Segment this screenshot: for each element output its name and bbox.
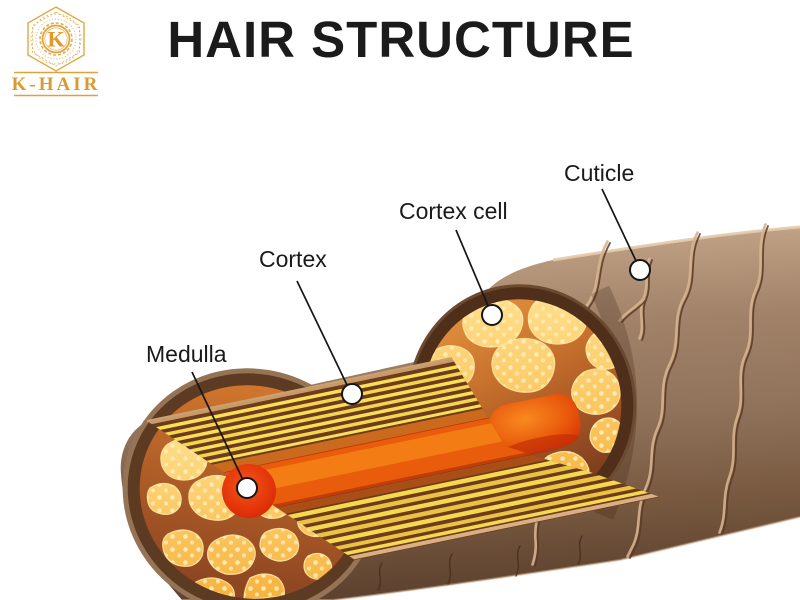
diagram-labels: Medulla Cortex Cortex cell Cuticle [146, 160, 634, 367]
cortex-cell-label: Cortex cell [399, 198, 508, 224]
cuticle-crack-lines [377, 223, 769, 591]
label-markers [236, 259, 651, 499]
page-title: HAIR STRUCTURE [167, 11, 634, 68]
cuticle-leader-line [601, 188, 638, 264]
logo-monogram: K [47, 27, 64, 52]
logo-mandala-icon: K [27, 6, 85, 72]
medulla-leader-line [191, 371, 244, 481]
khair-logo: K K-HAIR [12, 6, 101, 97]
medulla-label: Medulla [146, 341, 227, 367]
leader-lines [191, 188, 638, 481]
logo-brand-name: K-HAIR [12, 74, 101, 95]
cortex-leader-line [296, 280, 349, 388]
cuticle-marker [629, 259, 651, 281]
cuticle-label: Cuticle [564, 160, 634, 186]
medulla-marker [236, 477, 258, 499]
cortex-cell-leader-line [455, 229, 490, 309]
cortex-cell-marker [481, 304, 503, 326]
cut-edge-highlight [146, 357, 453, 422]
cortex-marker [341, 383, 363, 405]
shaft-bottom-highlight [182, 516, 800, 600]
shaft-top-highlight [552, 225, 800, 262]
cortex-label: Cortex [259, 246, 327, 272]
